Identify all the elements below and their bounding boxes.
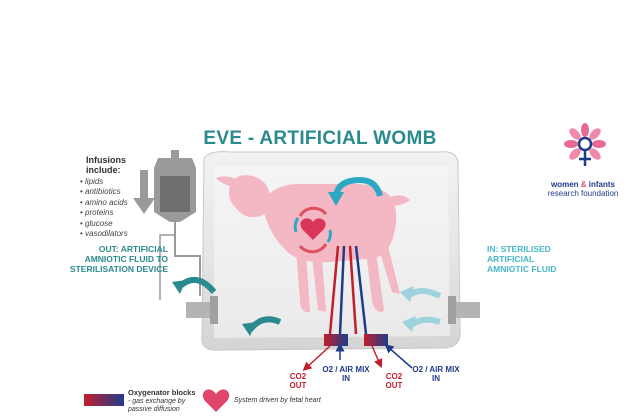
o2-in-right-label: O2 / AIR MIX IN [412,365,460,383]
down-arrow-icon [133,170,155,214]
o2-in-left-label: O2 / AIR MIX IN [322,365,370,383]
co2-out-right-label: CO2 OUT [385,372,403,390]
circular-arrows-icon [293,206,332,254]
out-label-line: AMNIOTIC FLUID TO [84,254,168,264]
logo-ampersand: & [580,180,587,189]
out-label-line: STERILISATION DEVICE [69,264,168,274]
left-connector [186,296,218,324]
infusions-list: lipids antibiotics amino acids proteins … [80,177,128,239]
legend-heart-text: System driven by fetal heart [234,397,321,404]
iv-bag-icon [154,150,201,300]
logo-flower-icon [564,123,606,166]
infusion-item: antibiotics [80,187,128,197]
infusion-item: lipids [80,177,128,187]
in-flow-arrows [400,286,442,332]
legend-oxygenator-swatch [84,394,124,406]
legend-heart-icon [202,389,230,412]
infusion-item: vasodilators [80,229,128,239]
lamb-illustration [216,175,410,312]
legend-oxygenator: Oxygenator blocks - gas exchange by pass… [128,389,196,414]
circulation-top-arrow [328,176,383,206]
infusion-item: amino acids [80,198,128,208]
in-fluid-label: IN: STERILISED ARTIFICIAL AMNIOTIC FLUID [487,244,577,274]
logo-subtitle: research foundation [547,189,619,198]
legend-oxygenator-desc: - gas exchange by passive diffusion [128,398,186,413]
legend-oxygenator-title: Oxygenator blocks [128,388,196,397]
infusion-item: glucose [80,219,128,229]
logo-word: women [550,180,579,189]
gas-flow-lines [302,342,413,372]
logo-text: women & infants research foundation [538,180,628,198]
in-label-line: ARTIFICIAL [487,254,535,264]
logo-word: infants [588,180,616,189]
in-label-line: AMNIOTIC FLUID [487,264,557,274]
co2-out-left-label: CO2 OUT [289,372,307,390]
infusion-item: proteins [80,208,128,218]
right-connector [448,296,480,324]
infusions-heading: Infusions include: [86,155,126,175]
umbilical-lines [328,245,368,335]
heart-icon [300,218,326,240]
out-fluid-label: OUT: ARTIFICIAL AMNIOTIC FLUID TO STERIL… [44,244,168,274]
in-label-line: IN: STERILISED [487,244,551,254]
page-title: EVE - ARTIFICIAL WOMB [203,128,437,149]
out-flow-arrows [172,277,282,336]
out-label-line: OUT: ARTIFICIAL [98,244,168,254]
